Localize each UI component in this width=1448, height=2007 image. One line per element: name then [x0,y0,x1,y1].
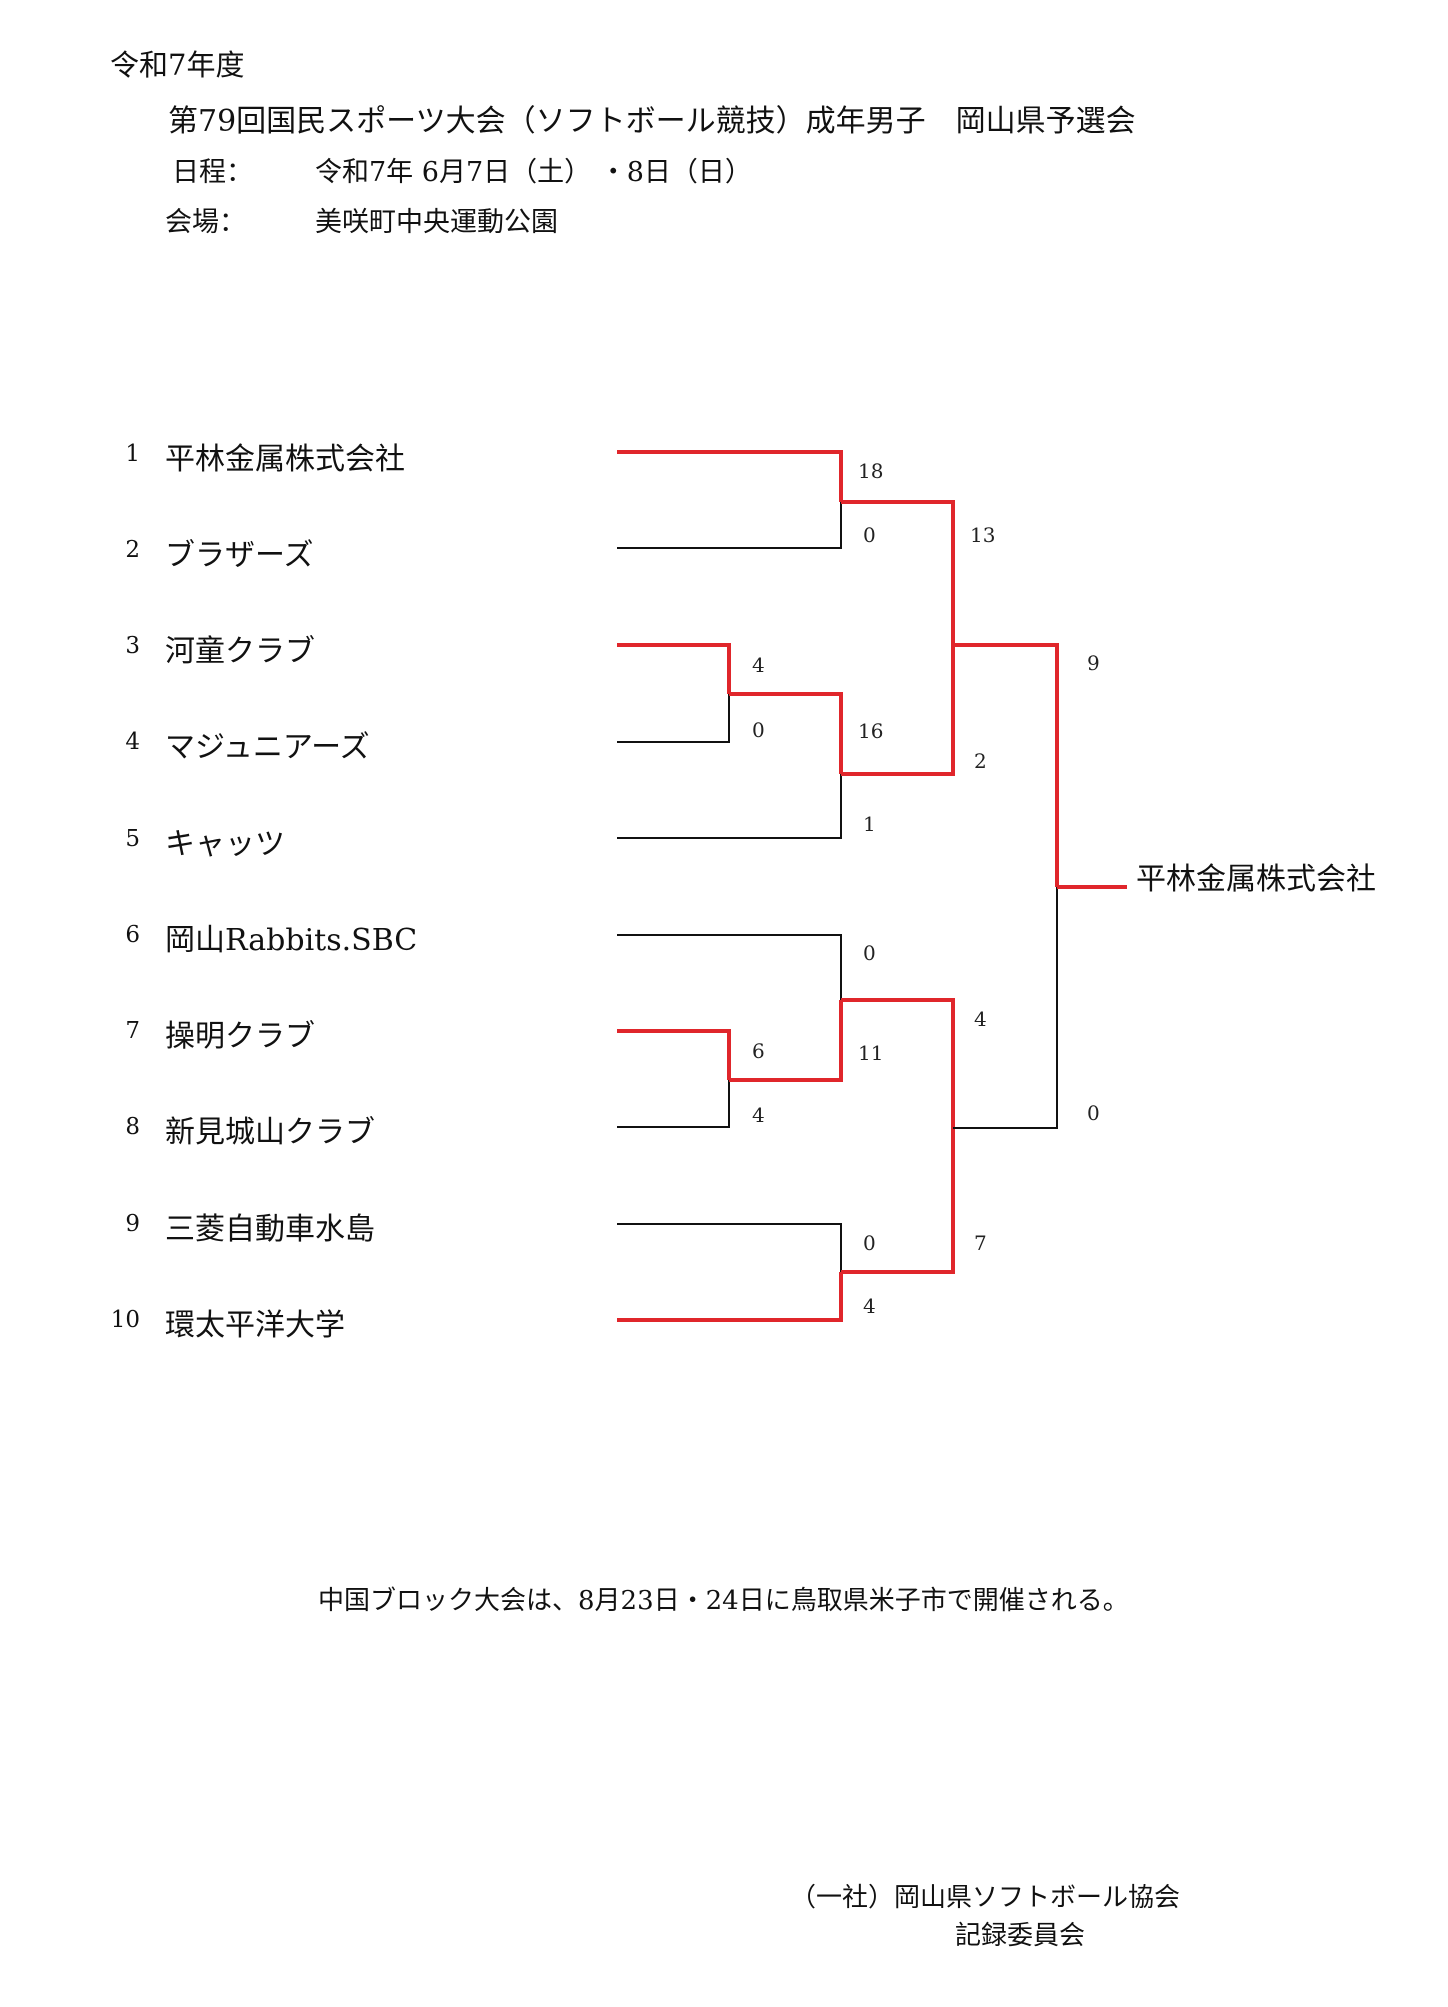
score-label: 0 [863,941,876,965]
team-number: 6 [125,922,140,948]
team-name: ブラザーズ [165,538,314,573]
champion-name: 平林金属株式会社 [1136,862,1376,897]
organization-name: （一社）岡山県ソフトボール協会 [790,1883,1181,1913]
score-label: 4 [752,1103,765,1127]
score-label: 2 [974,749,987,773]
score-label: 0 [752,718,765,742]
team-name: 操明クラブ [165,1019,315,1054]
bracket-line [841,500,955,645]
team-name: マジュニアーズ [165,730,370,765]
bracket-line [841,645,955,776]
score-label: 6 [752,1039,765,1063]
team-name: 新見城山クラブ [165,1115,375,1150]
score-label: 13 [970,523,995,547]
score-label: 4 [974,1007,987,1031]
footer-note: 中国ブロック大会は、8月23日・24日に鳥取県米子市で開催される。 [318,1586,1129,1616]
team-name: 三菱自動車水島 [165,1212,375,1247]
bracket-line [617,643,731,694]
team-number: 8 [125,1114,140,1140]
bracket-line [729,692,843,774]
schedule-label: 日程： [172,157,253,188]
bracket-line [617,934,842,1000]
tournament-title: 第79回国民スポーツ大会（ソフトボール競技）成年男子 岡山県予選会 [168,104,1136,139]
schedule-value: 令和7年 6月7日（土） ・8日（日） [315,157,752,188]
bracket-line [617,1029,731,1080]
team-number: 10 [110,1307,140,1333]
year-label: 令和7年度 [110,48,245,82]
score-label: 4 [863,1294,876,1318]
team-name: 岡山Rabbits.SBC [165,923,418,958]
team-number: 9 [125,1211,140,1237]
bracket-line [617,450,843,502]
committee-name: 記録委員会 [955,1921,1086,1951]
bracket-line [953,643,1059,887]
score-label: 0 [863,523,876,547]
bracket-line [617,774,842,839]
score-label: 0 [1087,1101,1100,1125]
bracket-line [617,502,842,549]
team-number: 2 [125,537,140,563]
score-label: 9 [1087,651,1100,675]
team-number: 4 [125,729,140,755]
score-label: 18 [858,459,883,483]
venue-value: 美咲町中央運動公園 [315,207,558,238]
bracket-line [617,1272,843,1322]
bracket-line [729,1000,843,1082]
bracket-line [841,998,955,1128]
bracket-line [953,887,1058,1129]
bracket-line [841,1128,955,1274]
team-number: 7 [125,1018,140,1044]
team-name: キャッツ [165,827,285,862]
bracket-line [617,1223,842,1272]
score-label: 0 [863,1231,876,1255]
score-label: 16 [858,719,883,743]
score-label: 11 [858,1041,883,1065]
score-label: 1 [863,812,876,836]
team-name: 環太平洋大学 [165,1308,345,1343]
team-name: 河童クラブ [165,634,315,669]
score-label: 7 [974,1231,987,1255]
bracket-line [617,694,730,743]
bracket-line [617,1080,730,1128]
team-name: 平林金属株式会社 [165,442,405,477]
team-number: 5 [125,826,140,852]
score-label: 4 [752,653,765,677]
venue-label: 会場： [165,207,246,238]
team-number: 1 [125,441,140,467]
team-number: 3 [125,633,140,659]
